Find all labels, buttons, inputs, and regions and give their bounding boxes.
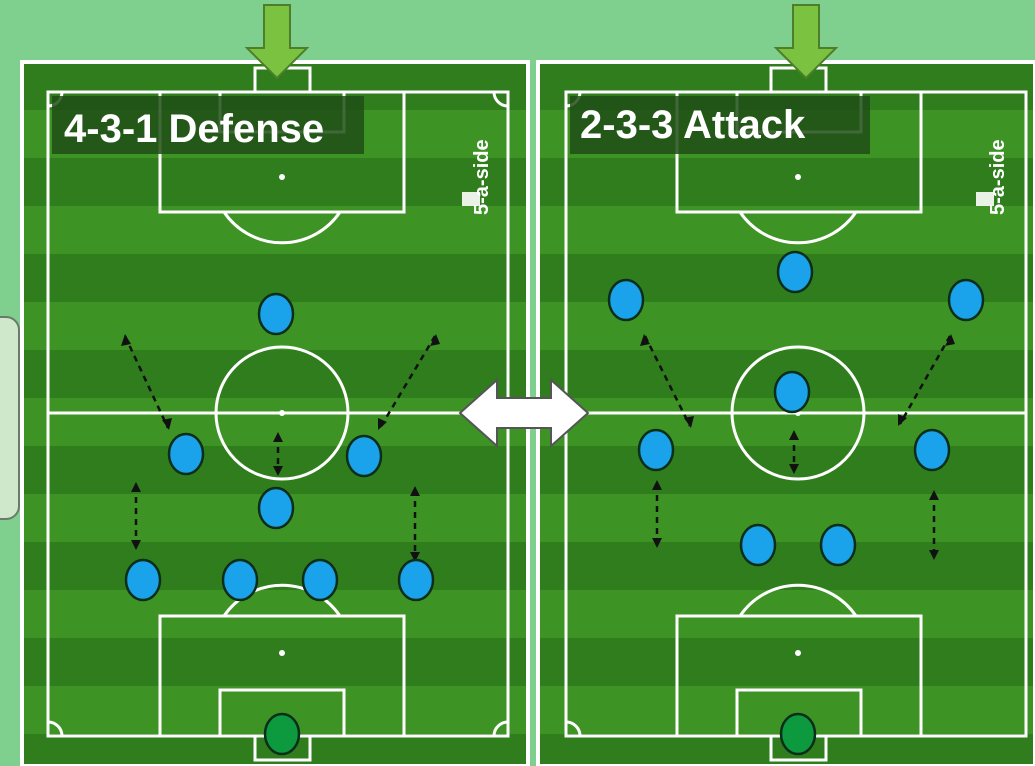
pitch-attack: 2-3-3 Attack 5-a-side bbox=[536, 60, 1035, 766]
player-right-wing bbox=[947, 278, 985, 322]
side-panel-tab bbox=[0, 316, 20, 520]
player-left-back bbox=[124, 558, 162, 602]
player-center-back-left bbox=[739, 523, 777, 567]
player-left-wing bbox=[607, 278, 645, 322]
swap-arrow-icon bbox=[458, 377, 590, 449]
pitch-title: 4-3-1 Defense bbox=[64, 107, 324, 151]
down-arrow-icon bbox=[244, 4, 310, 80]
player-goalkeeper bbox=[263, 712, 301, 756]
title-banner bbox=[52, 96, 364, 154]
player-forward bbox=[257, 292, 295, 336]
player-left-mid bbox=[637, 428, 675, 472]
player-center-back-right bbox=[301, 558, 339, 602]
player-right-back bbox=[397, 558, 435, 602]
brand-logo-icon: 5-a-side bbox=[976, 139, 1009, 215]
brand-text: 5-a-side bbox=[471, 139, 493, 215]
players-attack bbox=[607, 250, 985, 756]
title-banner bbox=[570, 96, 870, 154]
players-defense bbox=[124, 292, 435, 756]
player-center-back-left bbox=[221, 558, 259, 602]
brand-logo-icon: 5-a-side bbox=[462, 139, 493, 215]
player-right-mid bbox=[345, 434, 383, 478]
player-center-back-right bbox=[819, 523, 857, 567]
player-striker bbox=[776, 250, 814, 294]
player-attacking-mid bbox=[773, 370, 811, 414]
player-center-mid bbox=[257, 486, 295, 530]
player-left-mid bbox=[167, 432, 205, 476]
player-goalkeeper bbox=[779, 712, 817, 756]
down-arrow-icon bbox=[773, 4, 839, 80]
arrow-heads bbox=[640, 334, 955, 560]
pitch-title: 2-3-3 Attack bbox=[580, 103, 806, 147]
arrow-heads bbox=[121, 334, 440, 562]
brand-text: 5-a-side bbox=[987, 139, 1009, 215]
pitch-defense: 4-3-1 Defense 5-a-side bbox=[20, 60, 530, 766]
player-right-mid bbox=[913, 428, 951, 472]
